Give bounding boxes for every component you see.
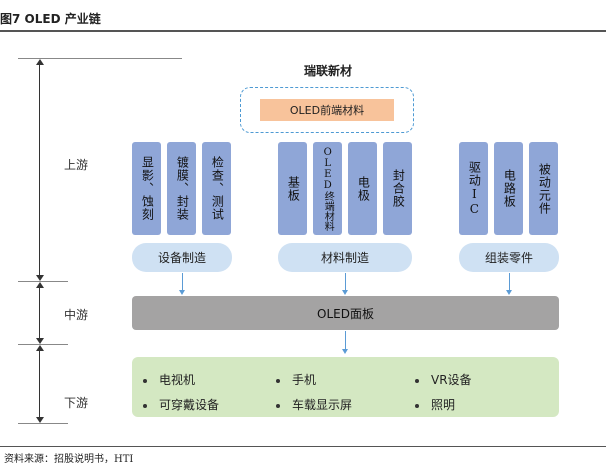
- card-oled-terminal-material-label: OLED终端材料: [322, 146, 334, 231]
- front-material-box: OLED前端材料: [260, 99, 394, 121]
- card-electrode-label: 电极: [356, 175, 371, 202]
- axis-midstream-rule: [18, 344, 68, 345]
- card-substrate: 基板: [278, 142, 307, 235]
- arrow-equipment-line: [182, 273, 183, 290]
- arrow-equipment-head: [179, 290, 185, 295]
- application-item: 手机: [276, 371, 316, 388]
- application-item: VR设备: [415, 371, 472, 388]
- upstream-arrow-top: [36, 59, 44, 65]
- card-inspection-test-label: 检查、测试: [210, 156, 225, 221]
- application-car-display: 车载显示屏: [292, 398, 353, 412]
- midstream-arrow-bottom: [36, 338, 44, 344]
- application-item: 可穿戴设备: [143, 396, 219, 413]
- group-equipment-label: 设备制造: [132, 243, 232, 272]
- card-develop-etch-label: 显影、蚀刻: [140, 156, 155, 221]
- card-circuit-board: 电路板: [494, 142, 523, 235]
- axis-bottom-rule: [18, 423, 68, 424]
- figure-title: 图7 OLED 产业链: [0, 8, 606, 28]
- card-electrode: 电极: [348, 142, 377, 235]
- arrow-panel-head: [342, 349, 348, 354]
- application-vr: VR设备: [431, 373, 472, 387]
- card-passive-components: 被动元件: [529, 142, 558, 235]
- card-sealant: 封合胶: [383, 142, 412, 235]
- front-material-label: OLED前端材料: [289, 104, 365, 117]
- downstream-bracket-line: [39, 351, 40, 417]
- stage-upstream-label: 上游: [63, 158, 88, 172]
- application-wearable: 可穿戴设备: [159, 398, 220, 412]
- card-inspection-test: 检查、测试: [202, 142, 231, 235]
- midstream-bracket-line: [39, 288, 40, 339]
- midstream-arrow-top: [36, 282, 44, 288]
- card-passive-components-label: 被动元件: [537, 162, 552, 215]
- figure-title-text: 图7 OLED 产业链: [0, 12, 101, 26]
- arrow-panel-line: [345, 331, 346, 349]
- stage-midstream-label: 中游: [63, 308, 88, 322]
- stage-downstream-label: 下游: [63, 396, 88, 410]
- axis-upstream-rule: [18, 281, 68, 282]
- upstream-bracket-line: [39, 64, 40, 276]
- application-phone: 手机: [292, 373, 317, 387]
- footer-divider: [0, 446, 606, 447]
- card-develop-etch: 显影、蚀刻: [132, 142, 161, 235]
- arrow-assembly-head: [506, 290, 512, 295]
- card-circuit-board-label: 电路板: [502, 169, 517, 208]
- downstream-arrow-top: [36, 345, 44, 351]
- group-material-text: 材料制造: [320, 251, 369, 265]
- bullet-icon: [143, 403, 147, 408]
- upstream-arrow-bottom: [36, 275, 44, 281]
- arrow-material-head: [342, 290, 348, 295]
- axis-top-rule: [18, 58, 182, 59]
- card-driver-ic: 驱动IC: [459, 142, 488, 235]
- card-substrate-label: 基板: [286, 175, 301, 202]
- title-divider: [0, 30, 606, 32]
- bullet-icon: [276, 378, 280, 383]
- application-item: 电视机: [143, 371, 195, 388]
- application-lighting: 照明: [431, 398, 456, 412]
- group-equipment-text: 设备制造: [157, 251, 206, 265]
- oled-panel-label: OLED面板: [317, 306, 374, 321]
- oled-panel-box: OLED面板: [132, 296, 559, 330]
- application-item: 车载显示屏: [276, 396, 352, 413]
- front-material-group: [240, 87, 414, 133]
- arrow-assembly-line: [509, 273, 510, 290]
- bullet-icon: [143, 378, 147, 383]
- group-material-label: 材料制造: [278, 243, 412, 272]
- card-oled-terminal-material: OLED终端材料: [313, 142, 342, 235]
- card-coating-packaging: 镀膜、封装: [167, 142, 196, 235]
- bullet-icon: [276, 403, 280, 408]
- bullet-icon: [415, 378, 419, 383]
- card-sealant-label: 封合胶: [391, 169, 406, 208]
- downstream-arrow-bottom: [36, 417, 44, 423]
- arrow-material-line: [345, 273, 346, 290]
- applications-box: [132, 357, 559, 417]
- card-coating-packaging-label: 镀膜、封装: [175, 156, 190, 221]
- bullet-icon: [415, 403, 419, 408]
- source-note: 资料来源：招股说明书，HTI: [4, 454, 134, 465]
- supplier-name: 瑞联新材: [303, 64, 352, 78]
- group-assembly-label: 组装零件: [459, 243, 559, 272]
- group-assembly-text: 组装零件: [484, 251, 533, 265]
- card-driver-ic-label: 驱动IC: [467, 160, 482, 217]
- application-item: 照明: [415, 396, 455, 413]
- application-tv: 电视机: [159, 373, 196, 387]
